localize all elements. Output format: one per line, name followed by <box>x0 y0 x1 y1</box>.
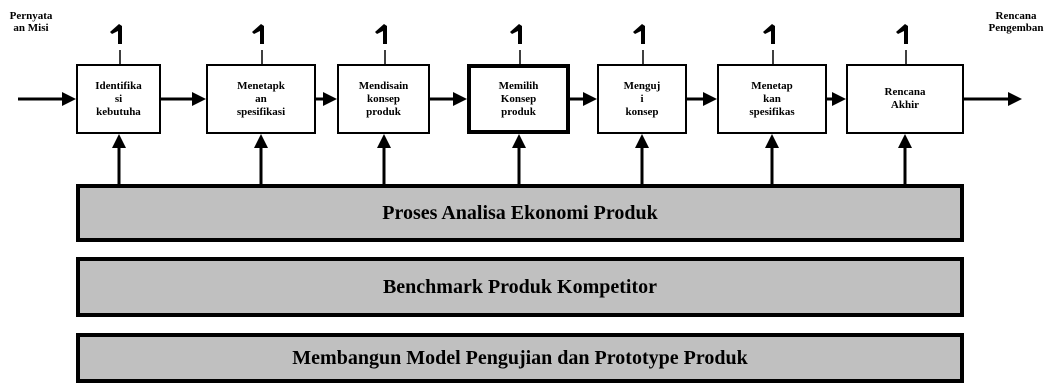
feedback-arrow-6-head <box>765 134 779 148</box>
support-bar-label: Membangun Model Pengujian dan Prototype … <box>292 346 748 369</box>
feedback-arrow-1-head <box>112 134 126 148</box>
step-box-1: Identifika si kebutuha <box>76 64 161 134</box>
output-arrow-head <box>1008 92 1022 106</box>
step-arrow-4-head <box>583 92 597 106</box>
feedback-arrow-4-head <box>512 134 526 148</box>
input-label: Pernyata an Misi <box>9 10 53 34</box>
flag-icon-7 <box>896 24 908 44</box>
support-bar-label: Proses Analisa Ekonomi Produk <box>382 201 658 224</box>
step-box-7: Rencana Akhir <box>846 64 964 134</box>
support-bar-label: Benchmark Produk Kompetitor <box>382 275 658 298</box>
step-arrow-6-head <box>832 92 846 106</box>
flag-icon-3 <box>375 24 387 44</box>
step-box-5: Menguj i konsep <box>597 64 687 134</box>
feedback-arrow-3-head <box>377 134 391 148</box>
feedback-arrow-5-head <box>635 134 649 148</box>
step-box-2: Menetapk an spesifikasi <box>206 64 316 134</box>
flag-icon-1 <box>110 24 122 44</box>
support-bar-prototype: Membangun Model Pengujian dan Prototype … <box>76 333 964 383</box>
feedback-arrow-7-head <box>898 134 912 148</box>
step-box-6: Menetap kan spesifikas <box>717 64 827 134</box>
feedback-arrow-2-head <box>254 134 268 148</box>
step-arrow-2-head <box>323 92 337 106</box>
step-box-3: Mendisain konsep produk <box>337 64 430 134</box>
step-arrow-1-head <box>192 92 206 106</box>
flag-icon-6 <box>763 24 775 44</box>
flag-icon-4 <box>510 24 522 44</box>
output-label: Rencana Pengemban <box>988 10 1044 34</box>
support-bar-economic-analysis: Proses Analisa Ekonomi Produk <box>76 184 964 242</box>
flag-icon-2 <box>252 24 264 44</box>
step-box-4: Memilih Konsep produk <box>467 64 570 134</box>
input-arrow-head <box>62 92 76 106</box>
flag-icon-5 <box>633 24 645 44</box>
support-bar-benchmark: Benchmark Produk Kompetitor <box>76 257 964 317</box>
step-arrow-3-head <box>453 92 467 106</box>
step-arrow-5-head <box>703 92 717 106</box>
